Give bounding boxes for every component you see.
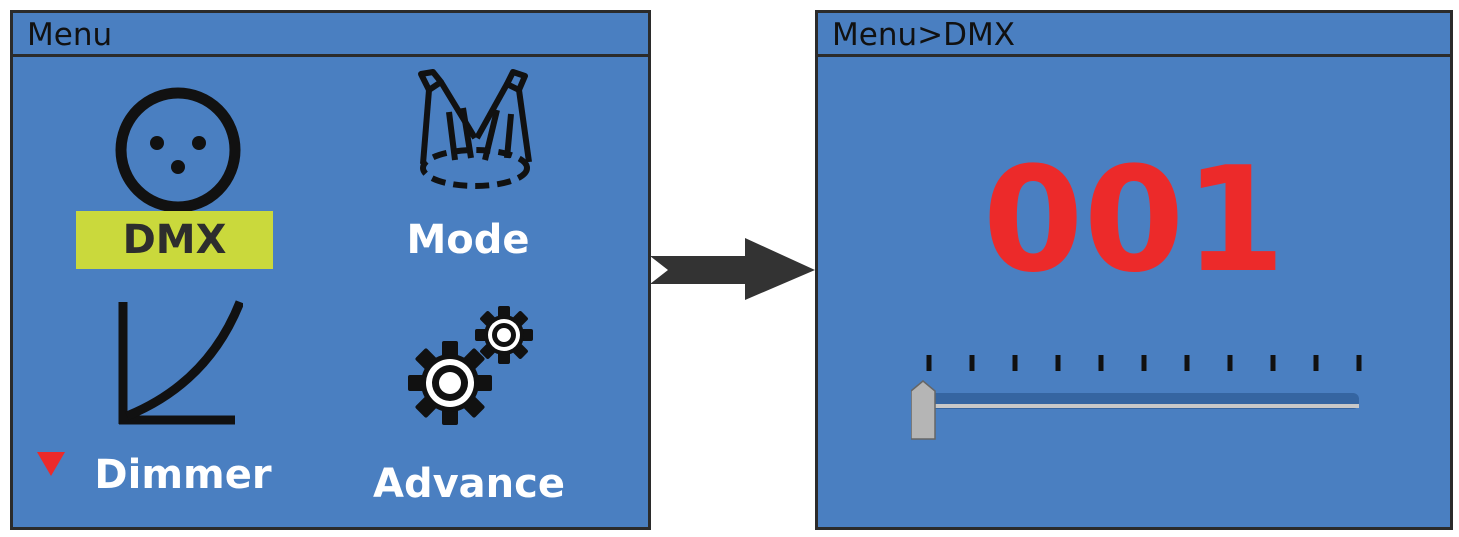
slider-tick xyxy=(1313,355,1319,371)
slider-tick xyxy=(926,355,932,371)
slider-ticks xyxy=(926,355,1362,371)
menu-item-dmx[interactable]: DMX xyxy=(73,73,283,273)
dmx-title-bar: Menu>DMX xyxy=(818,13,1450,57)
menu-title: Menu xyxy=(27,17,113,53)
menu-item-label: Mode xyxy=(406,217,530,263)
slider-thumb[interactable] xyxy=(911,380,936,440)
dmx-address-value: 001 xyxy=(982,136,1286,305)
dimmer-curve-icon xyxy=(118,300,243,425)
slider-tick xyxy=(1270,355,1276,371)
slider-track xyxy=(929,404,1359,408)
slider-tick xyxy=(969,355,975,371)
slider-tick xyxy=(1141,355,1147,371)
slider-tick xyxy=(1098,355,1104,371)
menu-item-mode[interactable]: Mode xyxy=(373,58,563,273)
slider-tick xyxy=(1227,355,1233,371)
down-triangle-icon[interactable] xyxy=(35,450,67,478)
slider-tick xyxy=(1012,355,1018,371)
light-beams-icon xyxy=(418,69,532,189)
xlr-connector-icon xyxy=(115,87,241,213)
menu-item-advance[interactable]: Advance xyxy=(373,303,565,508)
menu-item-label: Advance xyxy=(373,461,565,507)
slider-tick xyxy=(1356,355,1362,371)
menu-screen: Menu DMX Mo xyxy=(10,10,651,530)
menu-item-label: DMX xyxy=(76,211,273,269)
slider-tick xyxy=(1184,355,1190,371)
dmx-address-slider[interactable] xyxy=(911,353,1371,453)
dmx-screen: Menu>DMX 001 xyxy=(815,10,1453,530)
gears-icon xyxy=(408,306,533,425)
menu-title-bar: Menu xyxy=(13,13,648,57)
slider-tick xyxy=(1055,355,1061,371)
dmx-title: Menu>DMX xyxy=(832,17,1015,53)
menu-item-label: Dimmer xyxy=(94,452,272,498)
right-arrow-icon xyxy=(650,238,815,300)
menu-item-dimmer[interactable]: Dimmer xyxy=(83,298,283,508)
